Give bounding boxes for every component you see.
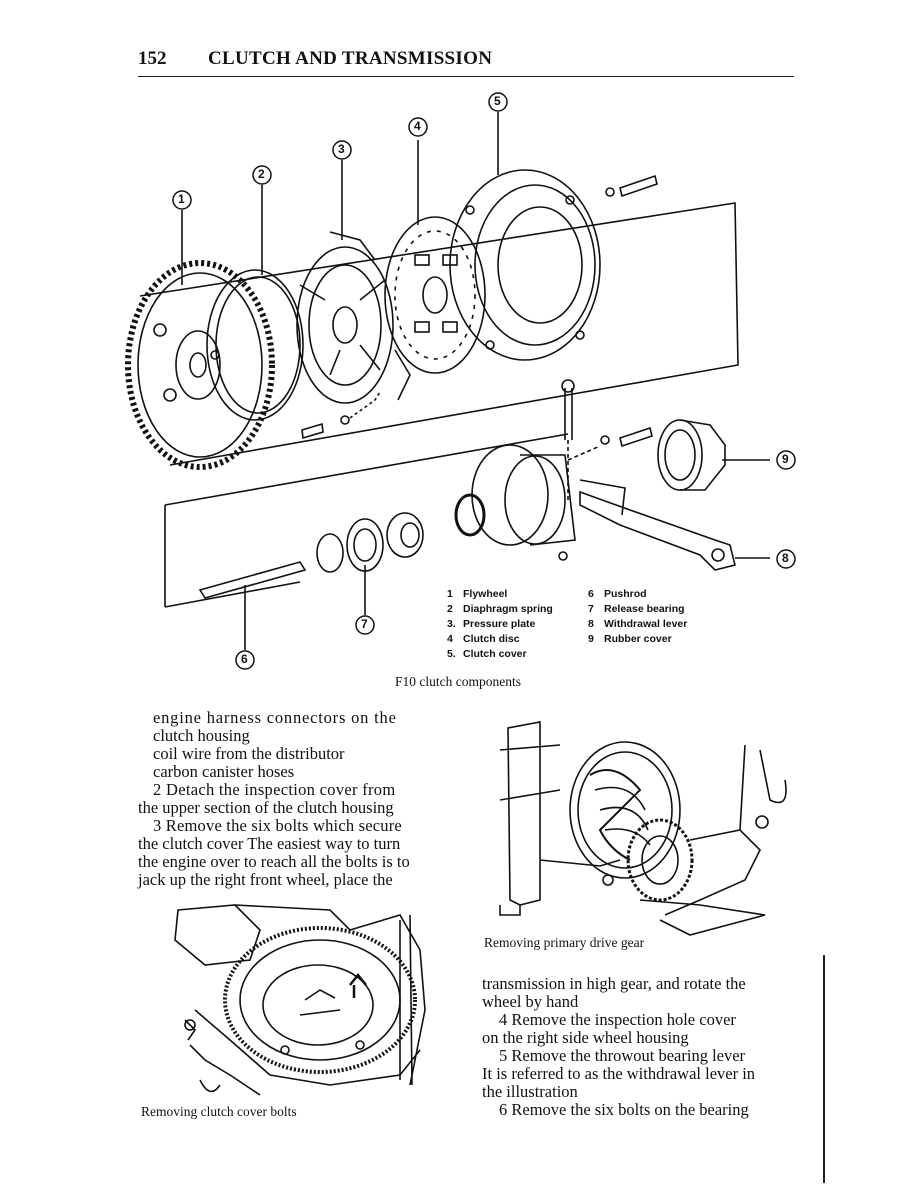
left-column-text: engine harness connectors on the clutch …: [138, 708, 410, 889]
callout-2: 2: [258, 167, 265, 181]
caption-primary-drive-gear: Removing primary drive gear: [484, 935, 645, 950]
right-column-text: transmission in high gear, and rotate th…: [482, 974, 756, 1119]
bearing-housing: [454, 444, 576, 546]
callout-1: 1: [178, 192, 185, 206]
callout-3: 3: [338, 142, 345, 156]
pressure-plate: [296, 231, 411, 404]
release-bearing: [316, 512, 424, 573]
legend-item: 3.Pressure plate: [447, 618, 536, 630]
withdrawal-lever: [579, 479, 736, 571]
legend-item: 5.Clutch cover: [447, 648, 527, 660]
page-header: 152 CLUTCH AND TRANSMISSION: [138, 46, 794, 77]
figure-caption: F10 clutch components: [395, 674, 521, 689]
flywheel: [125, 260, 275, 470]
callout-6: 6: [241, 652, 248, 666]
callout-9: 9: [782, 452, 789, 466]
callout-7: 7: [361, 617, 368, 631]
callout-5: 5: [494, 94, 501, 108]
clutch-disc: [384, 216, 486, 374]
page-number: 152: [138, 48, 167, 69]
caption-clutch-cover-bolts: Removing clutch cover bolts: [141, 1104, 297, 1119]
clutch-cover: [449, 169, 601, 361]
diaphragm-spring: [206, 269, 304, 421]
callout-4: 4: [414, 119, 421, 133]
callout-8: 8: [782, 551, 789, 565]
rubber-cover: [657, 419, 726, 491]
margin-rule: [823, 955, 825, 1183]
chapter-title: CLUTCH AND TRANSMISSION: [208, 48, 493, 69]
